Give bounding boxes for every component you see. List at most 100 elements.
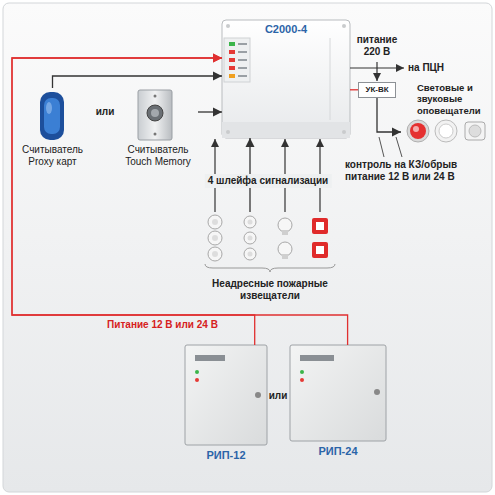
power-supply-picture — [290, 345, 386, 441]
controller-picture — [238, 51, 247, 53]
signal-note: на ПЦН — [408, 62, 444, 74]
heat-detector-picture — [282, 254, 288, 259]
controller-picture — [229, 74, 235, 78]
connector — [198, 111, 222, 112]
heat-detector-picture — [278, 242, 292, 256]
controller-picture — [229, 58, 235, 62]
bracket — [205, 264, 335, 272]
leader-line — [379, 137, 402, 157]
controller-picture — [238, 75, 247, 77]
controller-picture — [222, 20, 350, 138]
power-supply: РИП-12 — [185, 345, 267, 462]
notifier-picture — [410, 123, 426, 139]
node-text: С2000-4 — [222, 23, 350, 36]
power-supply-picture — [300, 355, 334, 361]
touch-memory-picture — [151, 109, 159, 117]
power-supply-picture — [185, 345, 386, 445]
node-text: РИП-24 — [290, 445, 386, 458]
touch-memory-picture — [154, 95, 157, 98]
connector — [12, 58, 255, 345]
notifier-group: Световые и звуковые оповещатели — [401, 82, 491, 148]
detector-group: Неадресные пожарные извещатели — [195, 212, 345, 302]
node-text: УК-ВК — [359, 85, 395, 95]
power-supply-picture — [195, 370, 199, 374]
card-reader: Считыватель Touch Memory — [118, 88, 198, 168]
manual-call-point-picture — [312, 218, 328, 258]
controller-picture — [238, 59, 247, 61]
proxy-reader-picture — [46, 102, 52, 114]
power-supply-picture — [300, 378, 304, 382]
controller-picture — [238, 43, 247, 45]
controller-picture — [229, 66, 235, 70]
smoke-detector-picture — [212, 219, 218, 225]
notifier-picture — [465, 122, 485, 140]
controller-picture — [342, 130, 346, 134]
leader-line — [396, 137, 402, 157]
smoke-detector-picture — [244, 216, 256, 228]
smoke-detector-picture — [248, 236, 253, 241]
or-note: или — [267, 390, 289, 402]
power-supply-picture — [255, 392, 261, 398]
control-unit: УК-ВК — [358, 82, 396, 98]
notifier-picture — [469, 125, 481, 137]
manual-call-point-picture — [312, 242, 328, 258]
or-note: или — [93, 106, 117, 118]
signal-arrow — [376, 62, 377, 81]
card-reader: Считыватель Proxy карт — [15, 88, 90, 168]
power-supply-picture — [195, 355, 225, 361]
smoke-detector-picture — [244, 232, 256, 244]
touch-memory-picture — [138, 90, 172, 140]
proxy-reader-picture — [44, 98, 60, 134]
smoke-detector-picture — [244, 248, 256, 260]
notifier-picture — [407, 120, 485, 142]
node-text: Неадресные пожарные извещатели — [195, 278, 345, 302]
touch-memory-picture — [147, 105, 163, 121]
loop-note: 4 шлейфа сигнализации — [205, 174, 332, 188]
notifier-picture — [407, 120, 429, 142]
heat-detector-picture — [278, 218, 292, 259]
controller-picture — [229, 50, 235, 54]
connector — [53, 76, 223, 88]
manual-call-point-picture — [316, 246, 324, 254]
smoke-detector-picture — [212, 235, 218, 241]
smoke-detector-picture — [208, 215, 222, 229]
smoke-detector-picture — [208, 247, 222, 261]
smoke-detector-picture — [208, 215, 256, 261]
node-text: Считыватель Proxy карт — [15, 144, 90, 168]
bracket — [205, 264, 335, 272]
node-text: Считыватель Touch Memory — [118, 144, 198, 168]
node-text: РИП-12 — [185, 449, 267, 462]
connector — [12, 58, 348, 345]
controller-picture — [238, 67, 247, 69]
power-supply-picture — [185, 345, 267, 445]
touch-memory-picture — [138, 90, 172, 140]
power-note: Питание 12 В или 24 В — [90, 319, 235, 331]
proxy-reader-picture — [40, 92, 64, 140]
controller-picture — [330, 38, 331, 120]
power-note: питание 220 В — [351, 34, 403, 58]
notifier-picture — [435, 120, 457, 142]
smoke-detector-picture — [212, 251, 218, 257]
leader-line — [379, 137, 384, 157]
power-supply-picture — [374, 389, 380, 395]
smoke-detector-picture — [248, 252, 253, 257]
controller-picture — [226, 130, 230, 134]
heat-detector-picture — [278, 218, 292, 232]
controller-picture — [222, 122, 350, 138]
controller-picture — [222, 20, 350, 138]
manual-call-point-picture — [312, 218, 328, 234]
heat-detector-picture — [282, 230, 288, 235]
connector — [377, 98, 401, 132]
ground — [3, 3, 492, 492]
ground — [3, 3, 492, 492]
power-supply-picture — [195, 378, 199, 382]
touch-memory-picture — [154, 133, 157, 136]
control-note: контроль на КЗ/обрыв питание 12 В или 24… — [345, 159, 490, 183]
node-text: Световые и звуковые оповещатели — [417, 82, 491, 116]
power-supply: РИП-24 — [290, 345, 386, 458]
power-supply-picture — [300, 370, 304, 374]
